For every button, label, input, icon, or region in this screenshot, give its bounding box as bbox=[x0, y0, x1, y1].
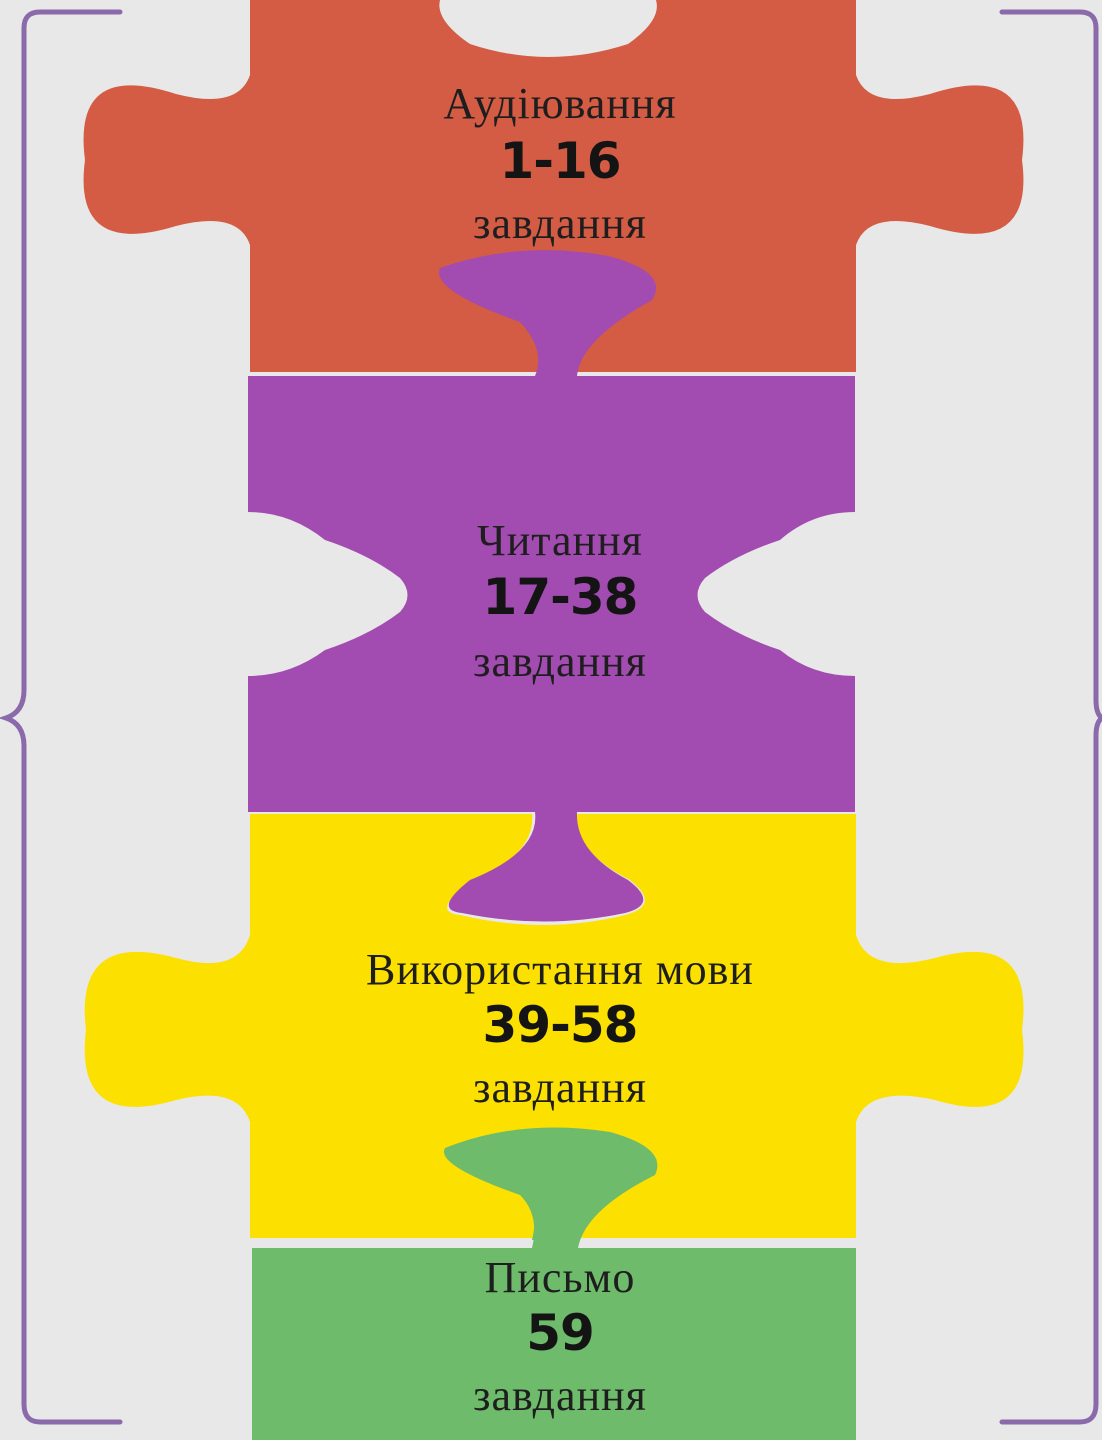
piece-usage-title: Використання мови bbox=[366, 945, 754, 994]
puzzle-piece-reading bbox=[248, 250, 855, 812]
piece-reading-range: 17-38 bbox=[482, 568, 639, 626]
piece-usage-range: 39-58 bbox=[482, 996, 639, 1054]
left-brace bbox=[0, 9, 123, 1425]
piece-writing-title: Письмо bbox=[484, 1253, 636, 1302]
piece-writing-unit: завдання bbox=[473, 1371, 647, 1420]
puzzle-piece-audio bbox=[83, 0, 1024, 372]
piece-audio-unit: завдання bbox=[473, 199, 647, 248]
piece-audio-title: Аудіювання bbox=[443, 79, 677, 128]
piece-reading-title: Читання bbox=[477, 516, 643, 565]
puzzle-piece-writing bbox=[252, 1127, 856, 1440]
piece-reading-unit: завдання bbox=[473, 637, 647, 686]
piece-audio-range: 1-16 bbox=[499, 132, 621, 190]
puzzle-piece-usage bbox=[84, 812, 1024, 1238]
piece-writing-range: 59 bbox=[526, 1304, 595, 1362]
right-brace bbox=[999, 9, 1102, 1425]
piece-usage-unit: завдання bbox=[473, 1063, 647, 1112]
